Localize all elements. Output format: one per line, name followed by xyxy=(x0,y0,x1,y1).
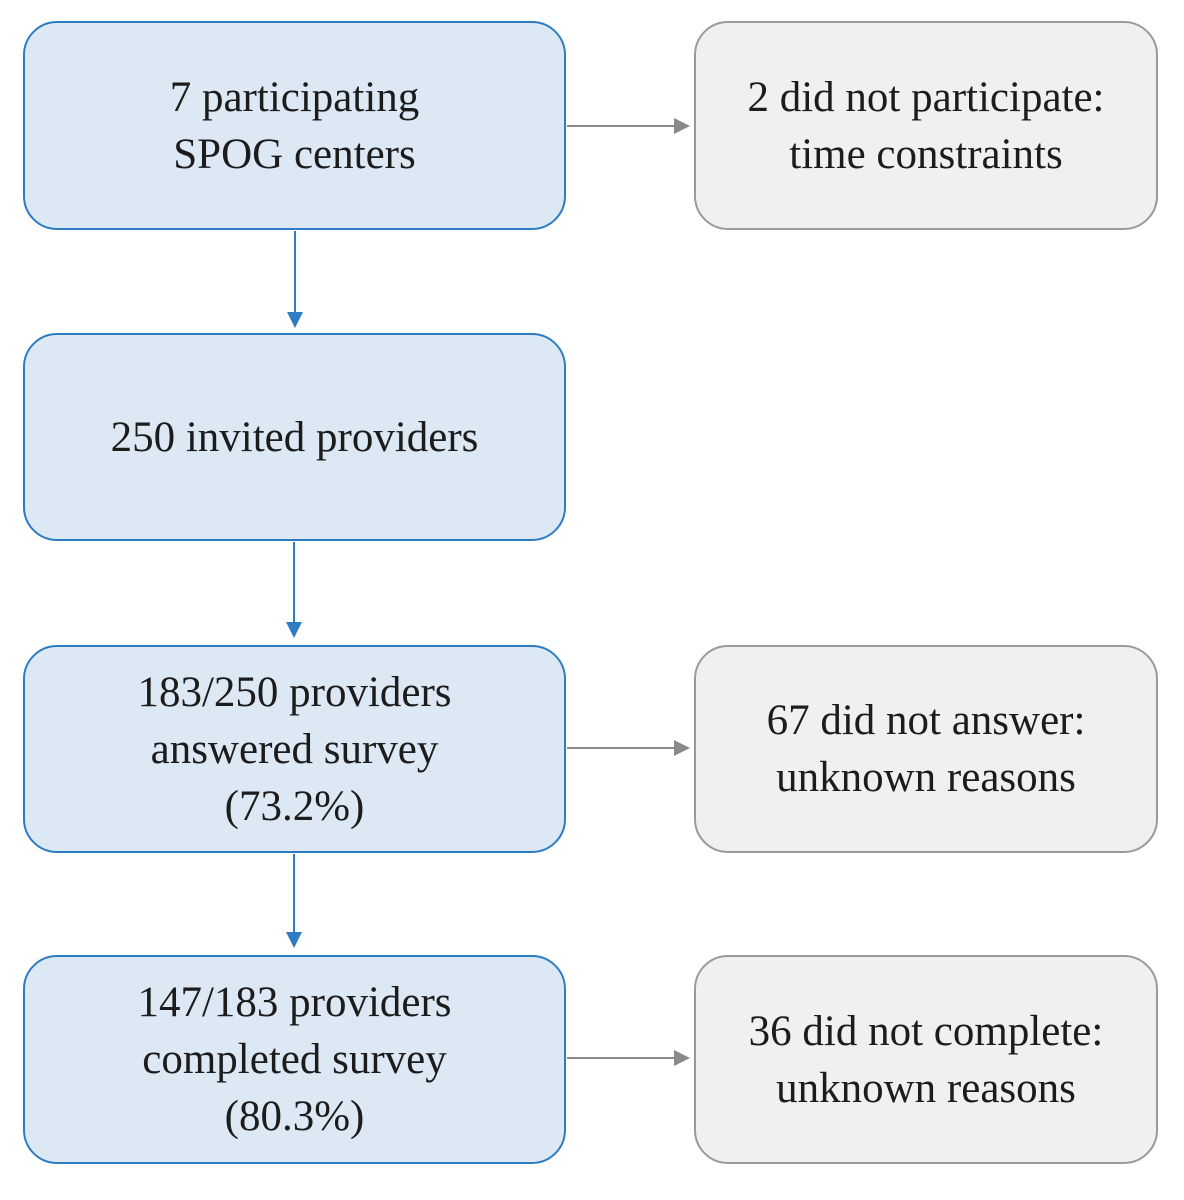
box-did-not-participate: 2 did not participate: time constraints xyxy=(694,21,1158,230)
box-answered-survey-line-2: answered survey xyxy=(150,725,439,773)
box-participating-centers-line-2: SPOG centers xyxy=(173,130,416,178)
box-completed-survey-line-2: completed survey xyxy=(142,1036,447,1083)
box-completed-survey: 147/183 providers completed survey (80.3… xyxy=(23,955,566,1164)
box-did-not-answer: 67 did not answer: unknown reasons xyxy=(694,645,1158,853)
box-answered-survey: 183/250 providers answered survey (73.2%… xyxy=(23,645,566,853)
box-did-not-participate-line-2: time constraints xyxy=(789,130,1063,178)
box-answered-survey-line-3: (73.2%) xyxy=(224,782,365,830)
side-arrow-2 xyxy=(567,740,690,756)
box-answered-survey-line-1: 183/250 providers xyxy=(137,668,452,716)
box-invited-providers-line-1: 250 invited providers xyxy=(110,413,479,461)
box-participating-centers: 7 participating SPOG centers xyxy=(23,21,566,230)
box-completed-survey-line-3: (80.3%) xyxy=(224,1093,365,1140)
down-arrow-3 xyxy=(286,854,302,948)
down-arrow-1 xyxy=(287,231,303,328)
box-completed-survey-line-1: 147/183 providers xyxy=(137,979,452,1026)
box-did-not-answer-line-2: unknown reasons xyxy=(776,754,1076,801)
box-did-not-complete-line-1: 36 did not complete: xyxy=(748,1007,1104,1055)
box-participating-centers-line-1: 7 participating xyxy=(169,73,420,121)
box-did-not-complete: 36 did not complete: unknown reasons xyxy=(694,955,1158,1164)
side-arrow-3 xyxy=(567,1050,690,1066)
box-did-not-participate-line-1: 2 did not participate: xyxy=(747,73,1105,121)
box-invited-providers: 250 invited providers xyxy=(23,333,566,541)
box-did-not-complete-line-2: unknown reasons xyxy=(776,1064,1076,1112)
side-arrow-1 xyxy=(567,118,690,134)
box-did-not-answer-line-1: 67 did not answer: xyxy=(766,697,1086,744)
down-arrow-2 xyxy=(286,542,302,638)
